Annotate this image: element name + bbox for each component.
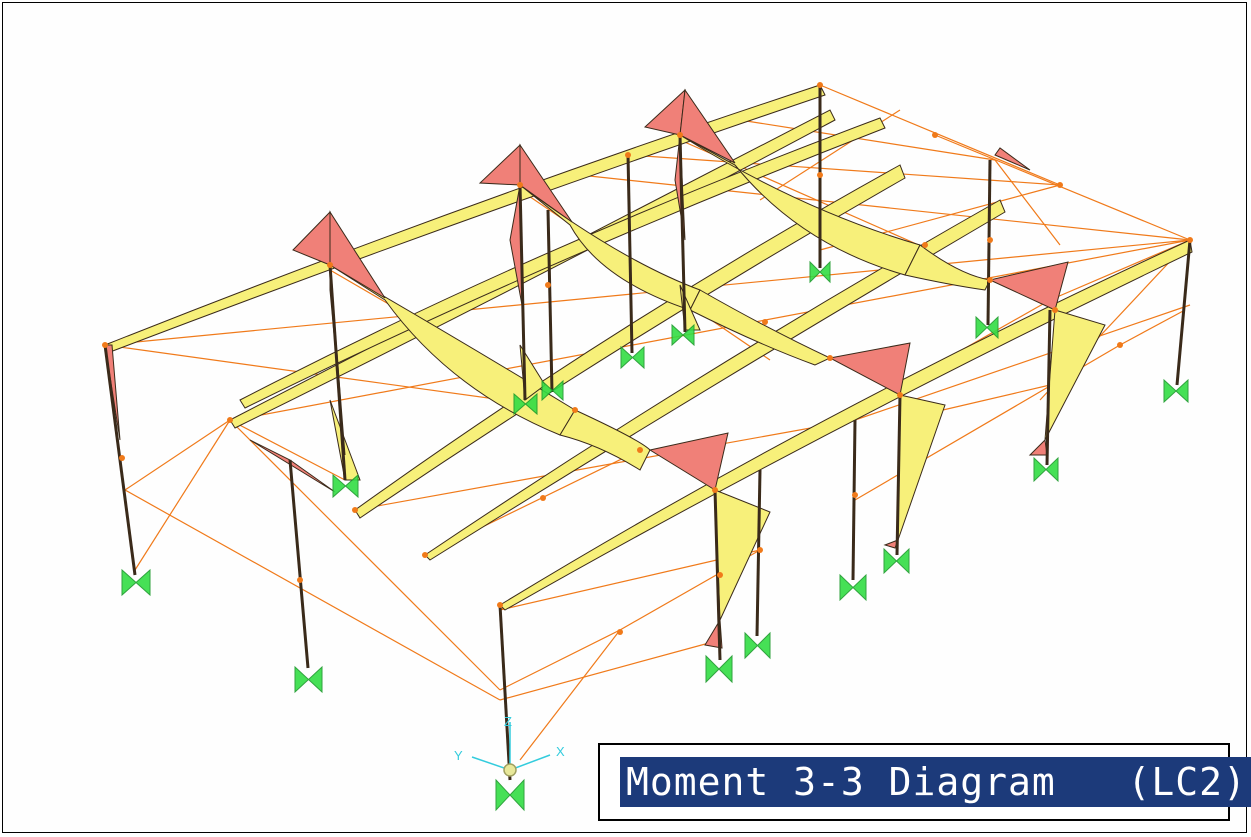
negative-moment-diagrams	[104, 88, 1069, 649]
fixed-support-icon	[620, 345, 645, 370]
fixed-support-icon	[839, 573, 867, 602]
axis-x-label: X	[556, 744, 565, 759]
axis-y-label: Y	[454, 748, 463, 763]
axis-triad-icon: Z Y X	[454, 714, 565, 777]
fixed-support-icon	[294, 665, 323, 694]
fixed-support-icon	[332, 473, 359, 499]
fixed-support-icon	[1033, 456, 1059, 483]
fixed-support-icon	[744, 631, 771, 660]
fixed-support-icon	[121, 568, 151, 597]
positive-moment-diagrams	[104, 84, 1193, 621]
diagram-title: Moment 3-3 Diagram (LC2)	[620, 757, 1251, 807]
fixed-support-icon	[513, 392, 538, 416]
fixed-support-icon	[705, 654, 733, 684]
fixed-support-icon	[975, 315, 999, 340]
fixed-support-icon	[809, 260, 831, 284]
fixed-support-icons	[121, 260, 1189, 812]
fixed-support-icon	[541, 379, 564, 402]
axis-z-label: Z	[504, 714, 512, 729]
column-members	[103, 85, 1192, 781]
fixed-support-icon	[883, 547, 910, 575]
fixed-support-icon	[1163, 378, 1189, 404]
fixed-support-icon	[671, 323, 695, 347]
fixed-support-icon	[495, 778, 525, 812]
joint-markers	[102, 82, 1193, 635]
diagram-title-box: Moment 3-3 Diagram (LC2)	[598, 743, 1251, 821]
